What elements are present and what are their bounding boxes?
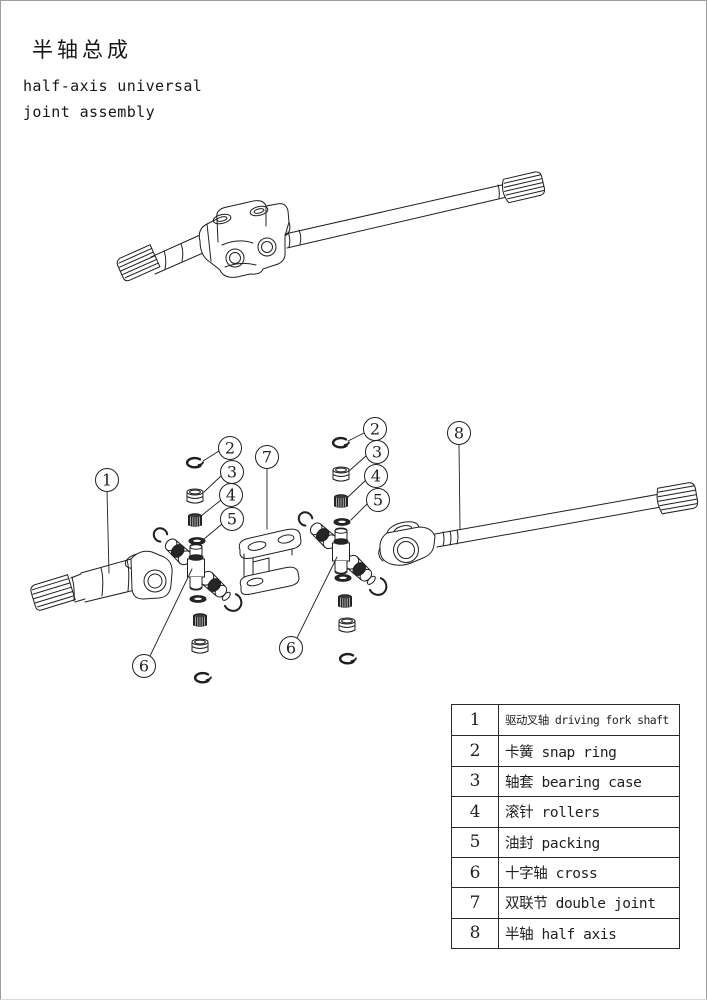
- table-row: 7 双联节 double joint: [452, 887, 679, 918]
- callout-4-right: 4: [347, 464, 388, 498]
- rollers-left: [188, 513, 202, 527]
- part-label-cell: 滚针 rollers: [505, 805, 600, 822]
- part-number-cell: 7: [452, 888, 499, 918]
- svg-text:5: 5: [227, 510, 237, 529]
- table-row: 2 卡簧 snap ring: [452, 735, 679, 766]
- svg-text:6: 6: [286, 639, 296, 658]
- packing-right: [333, 518, 351, 526]
- packing-left-lower: [189, 595, 207, 603]
- bearing-case-left: [186, 488, 204, 504]
- part-number-cell: 1: [452, 705, 499, 736]
- table-row: 3 轴套 bearing case: [452, 765, 679, 797]
- part-number-cell: 8: [452, 918, 499, 948]
- part-number-cell: 3: [452, 766, 499, 797]
- part-label-cell: 油封 packing: [505, 835, 600, 852]
- assembled-joint: [198, 200, 291, 278]
- svg-text:2: 2: [370, 420, 380, 439]
- part-label-cell: 十字轴 cross: [505, 866, 598, 883]
- part-number-cell: 5: [452, 827, 499, 857]
- svg-text:4: 4: [226, 486, 236, 505]
- bearing-case-right-lower: [338, 617, 356, 633]
- callout-2-right: 2: [347, 417, 387, 442]
- rollers-right-lower: [338, 594, 352, 608]
- callout-1: 1: [95, 468, 119, 574]
- assembled-axle-view: [116, 171, 546, 282]
- callout-8: 8: [447, 421, 471, 530]
- rollers-left-lower: [193, 613, 207, 627]
- table-row: 4 滚针 rollers: [452, 796, 679, 827]
- callout-3-right: 3: [348, 440, 389, 472]
- callouts: 1 2 3 4 5: [95, 417, 471, 678]
- page-title-english-line2: joint assembly: [23, 103, 156, 121]
- callout-5-right: 5: [350, 488, 390, 521]
- svg-text:5: 5: [373, 491, 383, 510]
- svg-text:1: 1: [102, 471, 112, 490]
- page-title-chinese: 半轴总成: [32, 38, 132, 62]
- packing-left: [188, 537, 206, 545]
- page-title-english-line1: half-axis universal: [23, 77, 203, 95]
- callout-7: 7: [255, 445, 279, 530]
- snap-ring-right: [331, 436, 351, 449]
- part-label-cell: 驱动叉轴 driving fork shaft: [505, 713, 669, 728]
- table-row: 5 油封 packing: [452, 826, 679, 857]
- callout-6-right: 6: [279, 556, 338, 660]
- assembled-spline-right: [501, 171, 546, 204]
- snap-ring-left: [185, 456, 205, 469]
- table-row: 6 十字轴 cross: [452, 856, 679, 888]
- assembled-shaft-long: [284, 183, 508, 249]
- exploded-view: [30, 436, 699, 684]
- part-number-cell: 4: [452, 797, 499, 827]
- svg-text:3: 3: [372, 443, 382, 462]
- double-joint-drawing: [238, 528, 302, 595]
- table-row: 8 半轴 half axis: [452, 917, 679, 948]
- part-number-cell: 6: [452, 857, 499, 888]
- svg-text:2: 2: [225, 439, 235, 458]
- snap-ring-left-lower: [193, 671, 213, 684]
- assembled-spline-left: [116, 244, 161, 282]
- svg-text:7: 7: [262, 448, 272, 467]
- part-label-cell: 双联节 double joint: [505, 896, 656, 913]
- part-label-cell: 半轴 half axis: [505, 926, 617, 943]
- bearing-case-left-lower: [191, 638, 209, 654]
- parts-table: 1 驱动叉轴 driving fork shaft 2 卡簧 snap ring…: [451, 704, 680, 949]
- callout-5-left: 5: [203, 507, 244, 540]
- packing-right-lower: [334, 574, 352, 582]
- svg-text:3: 3: [227, 463, 237, 482]
- callout-6-left: 6: [132, 568, 193, 678]
- table-row: 1 驱动叉轴 driving fork shaft: [452, 705, 679, 736]
- svg-text:4: 4: [371, 467, 381, 486]
- svg-text:6: 6: [139, 657, 149, 676]
- assembled-shaft-left: [150, 234, 204, 275]
- bearing-case-right: [332, 466, 350, 482]
- part-label-cell: 轴套 bearing case: [505, 774, 642, 791]
- snap-ring-right-lower: [338, 652, 358, 665]
- driving-fork-shaft-drawing: [30, 550, 173, 611]
- svg-text:8: 8: [454, 424, 464, 443]
- part-label-cell: 卡簧 snap ring: [505, 744, 617, 761]
- rollers-right: [334, 494, 348, 508]
- callout-2-left: 2: [202, 436, 242, 462]
- half-axis-drawing: [378, 482, 699, 566]
- part-number-cell: 2: [452, 736, 499, 766]
- callout-4-left: 4: [200, 483, 243, 517]
